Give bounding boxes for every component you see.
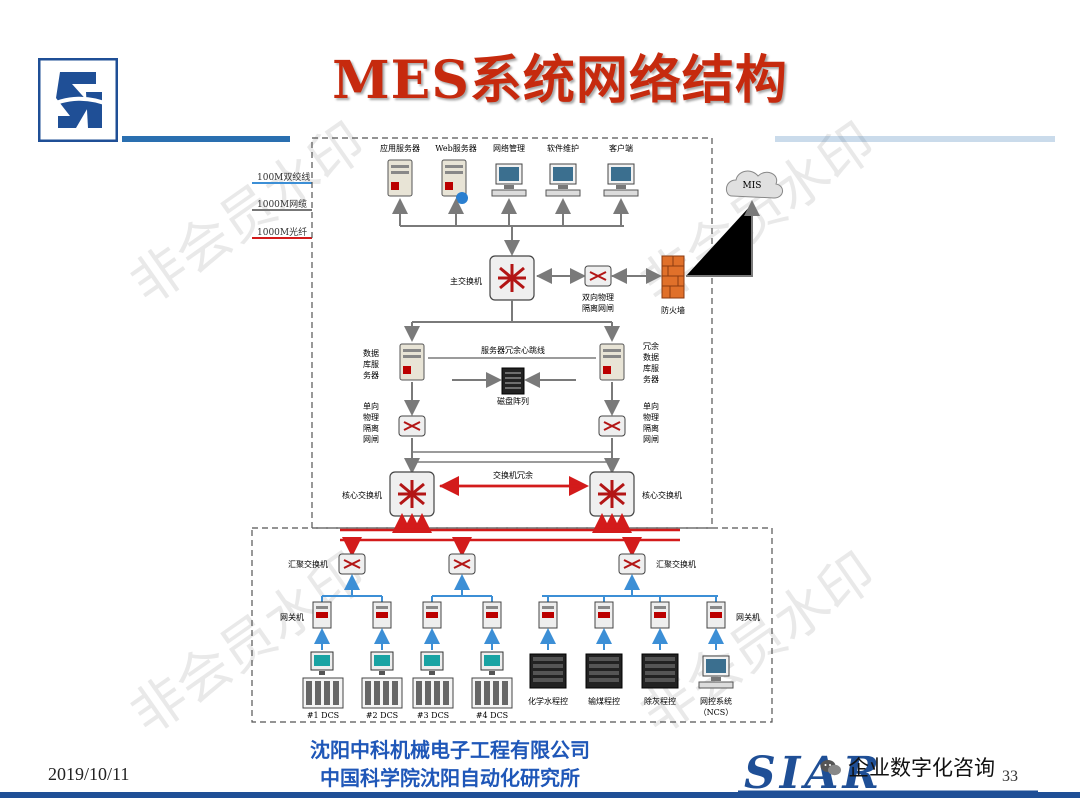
disk-array-label: 磁盘阵列: [497, 396, 529, 406]
core-switch-icon: [588, 470, 636, 518]
gateway-icon: [706, 601, 726, 629]
pc-icon: [545, 163, 581, 197]
program-label-2: 除灰程控: [644, 696, 676, 706]
server-label-0: 应用服务器: [380, 143, 420, 153]
dcs-label-2: #3 DCS: [417, 711, 449, 720]
isolator-icon: [584, 265, 612, 287]
agg-switch-label: 汇聚交换机: [656, 559, 696, 569]
plc-rack-icon: [585, 653, 623, 689]
isolator-icon: [398, 415, 426, 437]
gateway-icon: [372, 601, 392, 629]
company-name-line1: 沈阳中科机械电子工程有限公司: [310, 738, 590, 762]
dcs-monitor-icon: [310, 651, 334, 676]
main-switch-label: 主交换机: [450, 276, 482, 286]
legend-line-red: [252, 237, 312, 239]
firewall-icon: [661, 255, 685, 299]
title-bar-left: [122, 136, 290, 142]
page-title: MES系统网络结构: [332, 50, 788, 111]
dcs-monitor-icon: [370, 651, 394, 676]
cloud-icon: [726, 170, 783, 199]
wechat-account-name: 企业数字化咨询: [848, 756, 995, 780]
dcs-label-0: #1 DCS: [307, 711, 339, 720]
gateway-icon: [422, 601, 442, 629]
oneway-isolator-label: 单向物理隔离网闸: [643, 401, 659, 444]
legend-line-blue: [252, 182, 312, 184]
app-server-icon: [387, 159, 413, 197]
web-server-icon: [441, 159, 468, 204]
footer-bar: [0, 792, 1080, 798]
plc-rack-icon: [529, 653, 567, 689]
dual-isolator-label: 双向物理隔离网闸: [582, 292, 614, 313]
dcs-monitor-icon: [480, 651, 504, 676]
plc-rack-icon: [641, 653, 679, 689]
program-label-0: 化学水程控: [528, 696, 568, 706]
redundant-db-label: 冗余数据库服务器: [643, 341, 659, 384]
agg-switch-label: 汇聚交换机: [288, 559, 328, 569]
legend-fiber: 1000M光纤: [257, 228, 308, 238]
server-label-3: 软件维护: [547, 143, 579, 153]
oneway-isolator-label: 单向物理隔离网闸: [363, 401, 379, 444]
server-label-1: Web服务器: [435, 143, 476, 153]
aggregation-switch-icon: [338, 553, 366, 575]
dcs-label-3: #4 DCS: [476, 711, 508, 720]
dcs-cabinet-icon: [361, 677, 403, 709]
ncs-pc-icon: [698, 655, 734, 689]
wechat-icon: [820, 760, 841, 776]
gateway-icon: [650, 601, 670, 629]
company-logo: [38, 58, 118, 142]
gateway-label: 网关机: [280, 612, 304, 622]
heartbeat-label: 服务器冗余心跳线: [481, 345, 545, 355]
page-number: 33: [1002, 768, 1018, 785]
server-label-4: 客户端: [609, 143, 633, 153]
aggregation-switch-icon: [448, 553, 476, 575]
legend-twisted-pair: 100M双绞线: [257, 173, 311, 183]
wechat-account: 企业数字化咨询: [820, 752, 995, 782]
company-name-line2: 中国科学院沈阳自动化研究所: [320, 766, 580, 790]
title-bar-right: [775, 136, 1055, 142]
dcs-monitor-icon: [420, 651, 444, 676]
main-switch-icon: [488, 254, 536, 302]
server-label-2: 网络管理: [493, 143, 525, 153]
disk-array-icon: [501, 367, 525, 395]
dcs-cabinet-icon: [412, 677, 454, 709]
dcs-cabinet-icon: [471, 677, 513, 709]
slide-date: 2019/10/11: [48, 764, 130, 784]
gateway-icon: [312, 601, 332, 629]
legend-cable: 1000M网缆: [257, 200, 308, 210]
core-switch-label: 核心交换机: [642, 490, 682, 500]
core-switch-label: 核心交换机: [342, 490, 382, 500]
pc-icon: [491, 163, 527, 197]
dcs-label-1: #2 DCS: [366, 711, 398, 720]
ncs-label: 网控系统（NCS）: [699, 696, 734, 717]
mis-label: MIS: [743, 181, 762, 191]
aggregation-switch-icon: [618, 553, 646, 575]
gateway-icon: [538, 601, 558, 629]
core-switch-icon: [388, 470, 436, 518]
db-server-icon: [599, 343, 625, 381]
db-server-label: 数据库服务器: [363, 348, 379, 380]
switch-redundancy-label: 交换机冗余: [493, 470, 533, 480]
dcs-cabinet-icon: [302, 677, 344, 709]
gateway-icon: [594, 601, 614, 629]
legend-line-gray: [252, 209, 312, 211]
firewall-label: 防火墙: [661, 305, 685, 315]
pc-icon: [603, 163, 639, 197]
brand-text: SIAR: [744, 748, 883, 799]
db-server-icon: [399, 343, 425, 381]
gateway-icon: [482, 601, 502, 629]
gateway-label: 网关机: [736, 612, 760, 622]
isolator-icon: [598, 415, 626, 437]
program-label-1: 输煤程控: [588, 696, 620, 706]
